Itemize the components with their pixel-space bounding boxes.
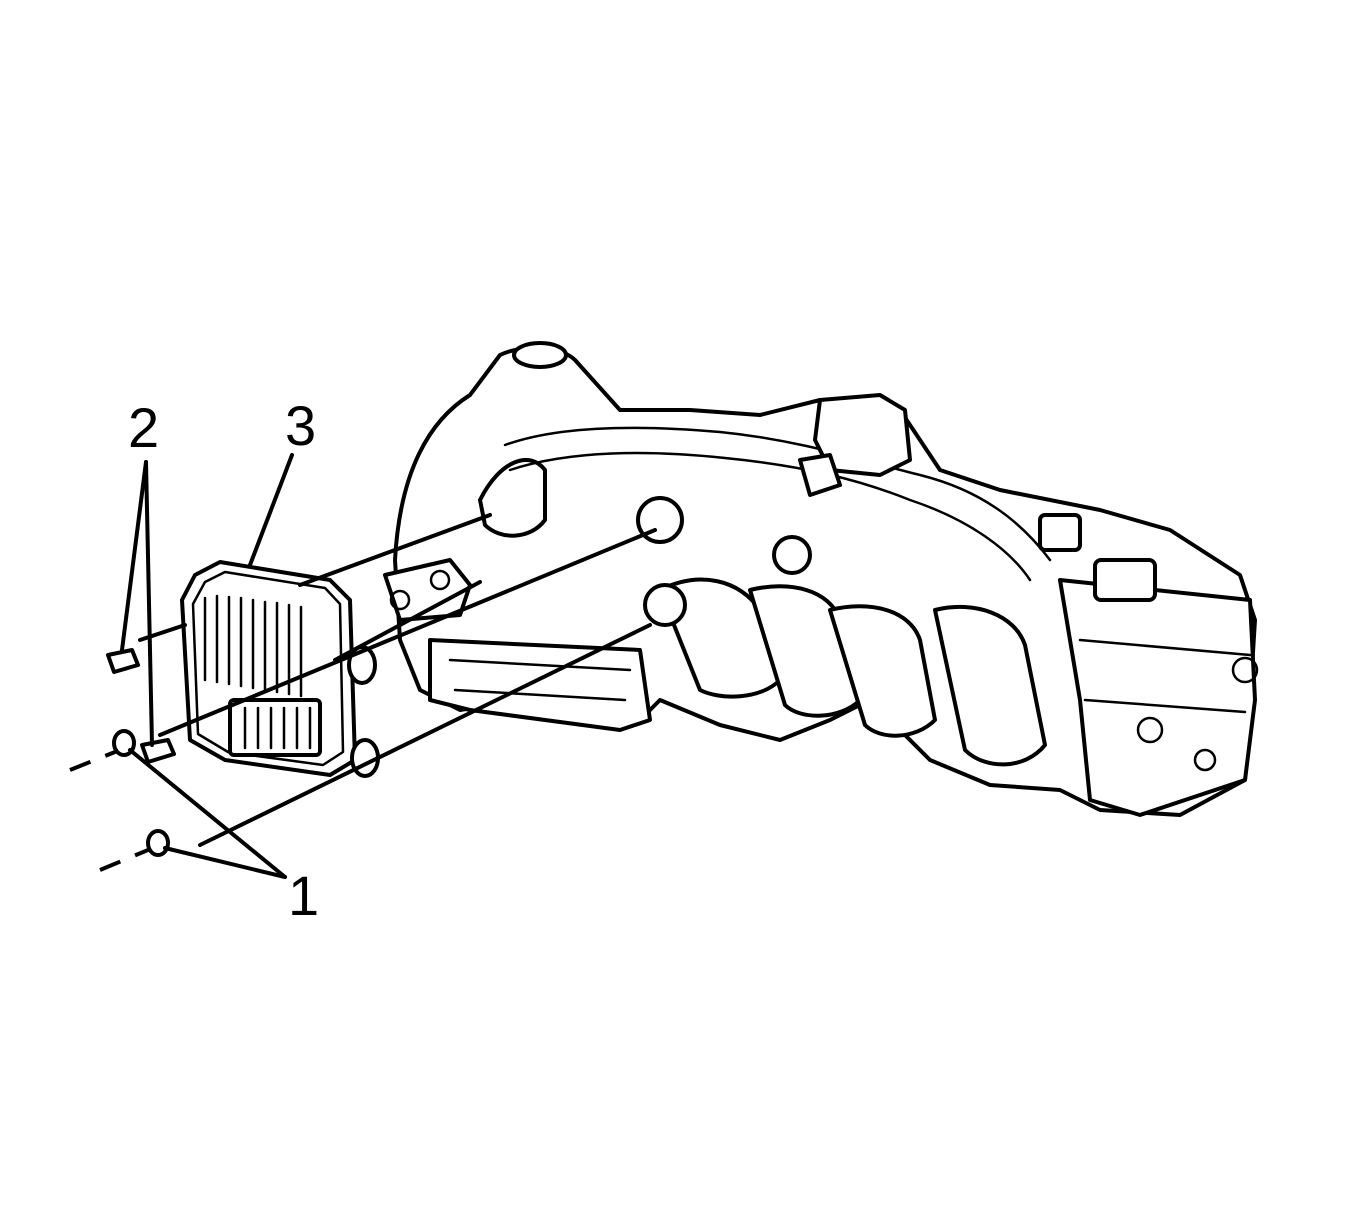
engine-control-module xyxy=(180,560,380,778)
leader-3 xyxy=(248,453,294,567)
intake-manifold-assembly xyxy=(383,341,1259,817)
leader-1b xyxy=(163,846,287,879)
leader-1a xyxy=(128,748,287,879)
fuel-rail xyxy=(503,426,1052,562)
fasteners xyxy=(106,648,176,857)
cylinder-head xyxy=(1058,578,1257,817)
bolt-lower xyxy=(140,738,176,764)
throttle-neck xyxy=(478,458,547,538)
alignment-line-upper xyxy=(298,513,492,587)
throttle-actuator xyxy=(813,393,912,477)
leader-2b xyxy=(144,460,154,747)
connector xyxy=(798,453,842,497)
runner-3 xyxy=(828,604,937,738)
alignment-line-mid xyxy=(158,528,657,737)
runner-4 xyxy=(933,604,1047,767)
coil-block xyxy=(1038,513,1082,552)
alignment-line-module xyxy=(333,580,482,662)
module-gasket-edge xyxy=(191,570,345,767)
mounting-boss-lower xyxy=(643,583,687,627)
module-connector-pins xyxy=(243,706,312,750)
sensor-block xyxy=(1093,558,1157,602)
alignment-lines xyxy=(69,513,657,872)
callout-leaders xyxy=(120,453,294,879)
filler-cap xyxy=(512,341,568,369)
callout-label-2: 2 xyxy=(128,396,160,459)
nut-lower xyxy=(146,829,170,857)
callout-label-1: 1 xyxy=(288,864,320,927)
alignment-line-short xyxy=(138,623,187,642)
leader-2a xyxy=(120,460,148,652)
bolt-upper xyxy=(106,648,140,674)
module-cooling-fins xyxy=(203,594,303,698)
alignment-line-lower xyxy=(198,623,652,847)
mounting-boss-middle xyxy=(772,535,812,575)
module-connector xyxy=(228,698,322,757)
callout-label-3: 3 xyxy=(285,394,317,457)
